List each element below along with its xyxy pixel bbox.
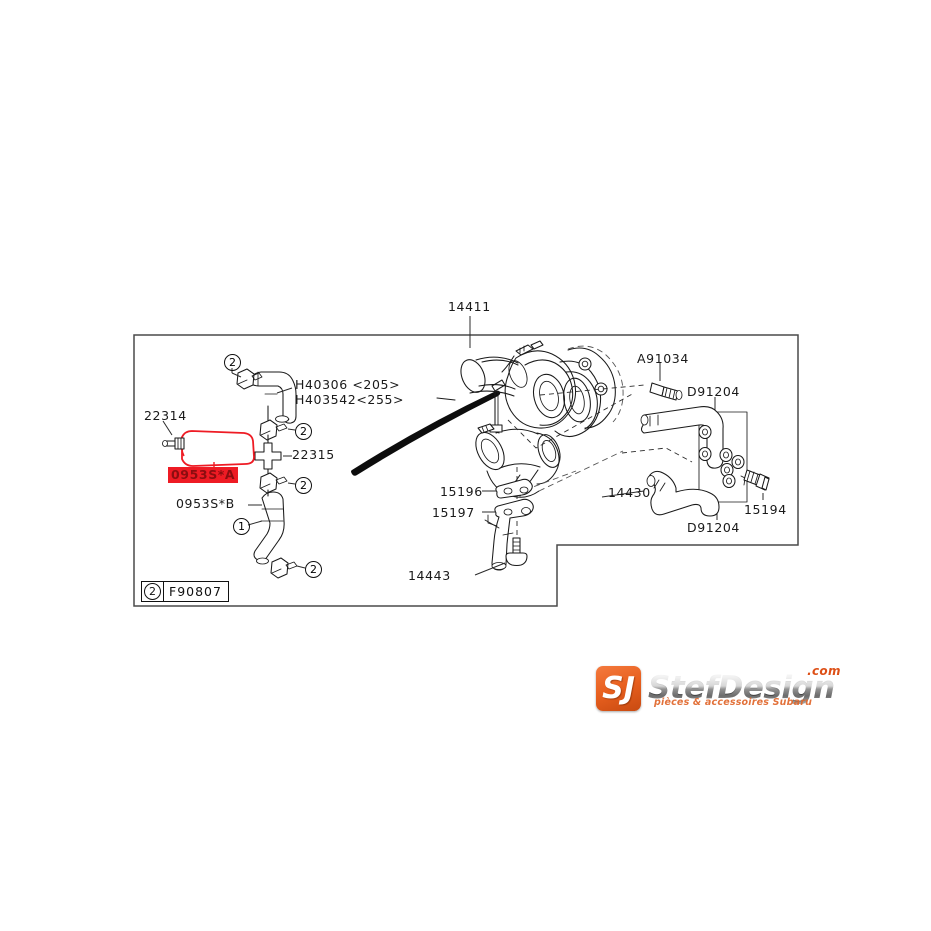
label-14443: 14443 [408,568,451,583]
label-D91204-top: D91204 [687,384,740,399]
label-A91034: A91034 [637,351,689,366]
label-0953S-B: 0953S*B [176,496,235,511]
clamp-lower [270,557,298,579]
watermark-domain: .com [807,663,841,678]
water-pipe-14430 [646,470,720,517]
banjo-washers [698,424,746,489]
label-15196: 15196 [440,484,483,499]
gasket-15196 [495,478,533,499]
callout-circle: 2 [295,423,312,440]
clamp-mid-upper [259,419,288,441]
callout-marker-2-lower-mid: 2 [295,476,312,494]
legend-box: 2 F90807 [141,581,229,602]
callout-circle: 1 [233,518,250,535]
clamp-mid-lower [259,472,288,494]
hose-0953SB [253,491,285,565]
callout-marker-1: 1 [233,517,250,535]
turbocharger-assembly [436,340,624,498]
label-H40306: H40306 <205> [295,377,401,392]
water-pipe-upper [640,406,724,469]
label-15197: 15197 [432,505,475,520]
legend-code: F90807 [169,584,222,599]
label-22315: 22315 [292,447,335,462]
callout-circle: 2 [295,477,312,494]
label-14430: 14430 [608,485,651,500]
label-14411: 14411 [448,299,491,314]
watermark-text: StefDesign .com pièces & accessoires Sub… [648,664,840,708]
callout-circle: 2 [224,354,241,371]
watermark-stefdesign: SJ StefDesign .com pièces & accessoires … [596,662,864,714]
bolt-22314 [162,437,185,450]
clamp-upper [236,368,263,390]
label-22314: 22314 [144,408,187,423]
callout-marker-2-upper-mid: 2 [295,422,312,440]
highlighted-hose-0953SA [181,430,255,467]
callout-marker-2-top: 2 [224,353,241,371]
watermark-brand-name: StefDesign [648,669,835,706]
legend-marker: 2 [142,582,164,601]
bolt-14443 [505,537,528,567]
label-15194: 15194 [744,502,787,517]
label-D91204-bottom: D91204 [687,520,740,535]
callout-marker-2-bottom: 2 [305,560,322,578]
label-H403542: H403542<255> [295,392,405,407]
watermark-badge-glyph: SJ [602,670,635,706]
callout-circle: 2 [305,561,322,578]
watermark-tagline: pièces & accessoires Subaru [654,696,813,708]
label-0953S-A-highlighted: 0953S*A [168,467,239,483]
bolt-A91034 [649,382,683,401]
watermark-logo-badge: SJ [596,665,641,711]
bolt-15194 [743,469,770,491]
legend-circle: 2 [144,583,161,600]
